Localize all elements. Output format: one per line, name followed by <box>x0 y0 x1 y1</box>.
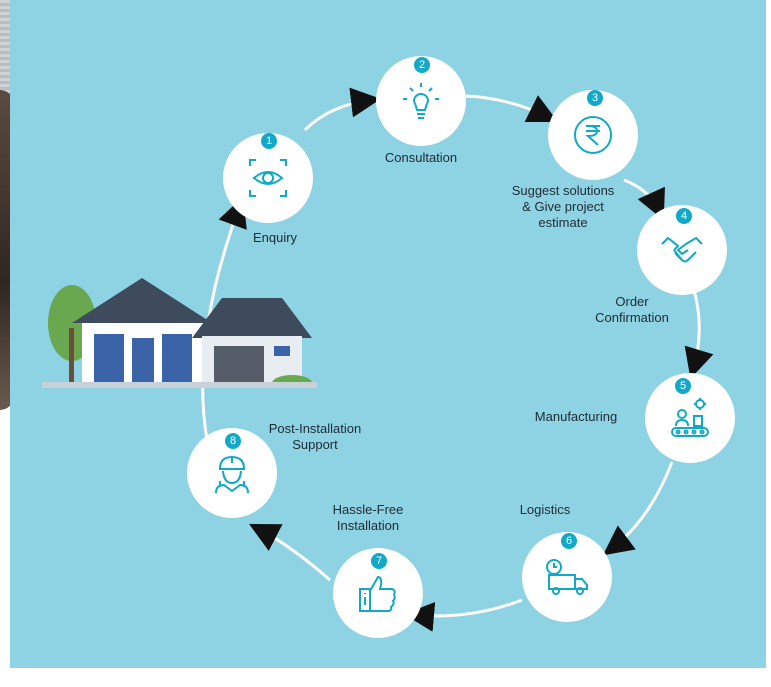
support-technician-icon <box>215 455 249 494</box>
connector-3-4 <box>623 178 665 221</box>
step-5-circle <box>645 373 735 463</box>
step-3-badge: 3 <box>587 90 603 106</box>
step-7-badge: 7 <box>371 553 387 569</box>
connector-1-2 <box>303 87 381 132</box>
step-7-label: Hassle-Free Installation <box>332 502 404 533</box>
connector-2-3 <box>465 94 559 123</box>
step-6-label: Logistics <box>519 502 571 517</box>
eye-scan-icon <box>249 159 287 197</box>
step-8-label: Post-Installation Support <box>268 421 362 452</box>
step-4-badge: 4 <box>676 208 692 224</box>
step-4-label: Order Confirmation <box>595 294 669 325</box>
connector-4-5 <box>684 289 714 379</box>
rupee-icon <box>574 116 612 154</box>
connector-5-6 <box>602 461 674 556</box>
thumbs-up-icon <box>359 575 396 612</box>
step-2-label: Consultation <box>384 150 458 165</box>
house-illustration <box>42 278 317 388</box>
connector-6-7 <box>404 598 523 632</box>
connector-7-8 <box>248 523 331 582</box>
step-3-label: Suggest solutions & Give project estimat… <box>511 183 615 230</box>
step-8-badge: 8 <box>225 433 241 449</box>
step-5-label: Manufacturing <box>534 409 618 424</box>
factory-worker-icon <box>671 398 709 437</box>
step-2-badge: 2 <box>414 57 430 73</box>
step-6-badge: 6 <box>561 533 577 549</box>
step-5-badge: 5 <box>675 378 691 394</box>
lightbulb-icon <box>403 83 439 119</box>
delivery-truck-icon <box>546 559 588 595</box>
step-1-label: Enquiry <box>252 230 298 245</box>
step-1-badge: 1 <box>261 133 277 149</box>
handshake-icon <box>661 236 703 263</box>
